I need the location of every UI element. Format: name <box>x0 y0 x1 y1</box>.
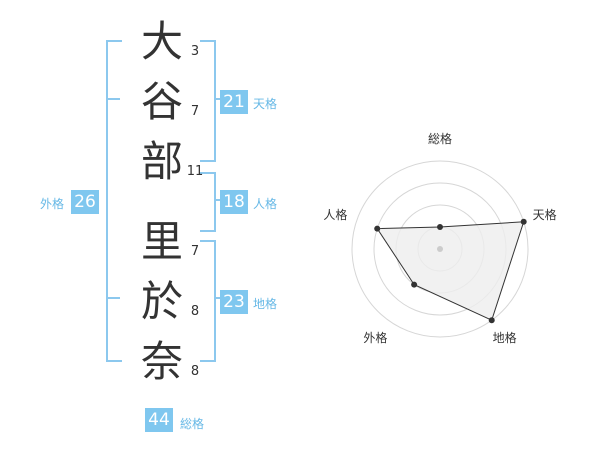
jinkaku-bracket <box>200 172 216 232</box>
jinkaku-label: 人格 <box>253 197 278 211</box>
soukaku-value-badge: 44 <box>145 408 173 432</box>
tenkaku-bracket-tick <box>214 98 220 100</box>
gaikaku-value-badge: 26 <box>71 190 99 214</box>
radar-value-polygon <box>376 221 525 321</box>
radar-ring <box>351 160 529 338</box>
radar-point-4 <box>411 281 418 288</box>
radar-center-dot <box>437 246 443 252</box>
stroke-count-3: 11 <box>186 164 204 179</box>
gaikaku-bracket-tick-1 <box>106 98 120 100</box>
chikaku-bracket-tick <box>214 297 220 299</box>
radar-axis-label-4: 外格 <box>363 330 387 345</box>
name-char-3: 部 <box>140 137 183 186</box>
name-char-6: 奈 <box>140 337 183 386</box>
radar-axis-label-2: 天格 <box>533 207 557 222</box>
radar-point-3 <box>488 317 495 324</box>
stroke-count-2: 7 <box>190 104 200 119</box>
jinkaku-value-badge: 18 <box>220 190 248 214</box>
tenkaku-label: 天格 <box>253 97 278 111</box>
radar-axis-label-5: 人格 <box>323 207 347 222</box>
name-char-5: 於 <box>140 277 183 326</box>
chikaku-bracket <box>200 240 216 362</box>
chikaku-value-badge: 23 <box>220 290 248 314</box>
radar-point-5 <box>374 225 381 232</box>
jinkaku-bracket-tick <box>214 199 220 201</box>
gaikaku-bracket-tick-2 <box>106 297 120 299</box>
tenkaku-bracket <box>200 40 216 162</box>
stroke-count-1: 3 <box>190 44 200 59</box>
radar-point-1 <box>437 224 443 230</box>
radar-point-2 <box>520 218 527 225</box>
gaikaku-label: 外格 <box>40 197 65 211</box>
stroke-count-4: 7 <box>190 244 200 259</box>
name-char-1: 大 <box>140 17 183 66</box>
stroke-count-6: 8 <box>190 364 200 379</box>
name-char-2: 谷 <box>140 77 183 126</box>
tenkaku-value-badge: 21 <box>220 90 248 114</box>
radar-axis-label-3: 地格 <box>493 330 517 345</box>
radar-axis-label-1: 総格 <box>428 131 452 146</box>
name-char-4: 里 <box>140 217 183 266</box>
stroke-count-5: 8 <box>190 304 200 319</box>
soukaku-label: 総格 <box>180 417 205 431</box>
gaikaku-bracket <box>106 40 122 362</box>
chikaku-label: 地格 <box>253 297 278 311</box>
radar-points <box>374 218 527 324</box>
